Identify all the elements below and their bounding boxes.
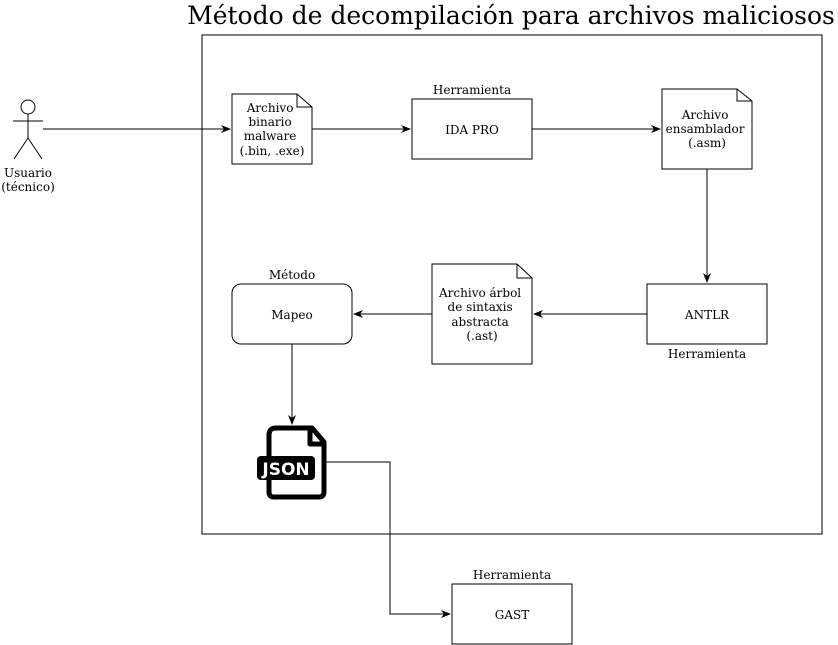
- binary-file-label: Archivo binario malware (.bin, .exe): [240, 101, 305, 158]
- gast-label: GAST: [495, 608, 529, 622]
- asm-file-node[interactable]: [661, 88, 753, 170]
- ida-pro-caption: Herramienta: [433, 83, 511, 97]
- actor-label-line2: (técnico): [1, 180, 55, 194]
- ast-file-label: Archivo árbol de sintaxis abstracta (.as…: [438, 286, 525, 343]
- gast-caption: Herramienta: [473, 568, 551, 582]
- diagram-title: Método de decompilación para archivos ma…: [187, 1, 835, 30]
- actor-label-line1: Usuario: [4, 166, 52, 180]
- gast-node[interactable]: [451, 583, 573, 645]
- antlr-label: ANTLR: [684, 308, 730, 322]
- mapeo-caption: Método: [269, 268, 315, 282]
- asm-file-label: Archivo ensamblador (.asm): [666, 108, 749, 150]
- json-file-icon[interactable]: JSON: [257, 425, 327, 500]
- antlr-caption: Herramienta: [668, 347, 746, 361]
- user-actor-icon[interactable]: [13, 99, 43, 160]
- ida-pro-label: IDA PRO: [445, 123, 499, 137]
- binary-file-node[interactable]: [231, 93, 313, 165]
- json-icon-label: JSON: [261, 460, 309, 480]
- edge-json-to-gast: [324, 461, 451, 618]
- ast-file-node[interactable]: [431, 263, 533, 365]
- mapeo-label: Mapeo: [271, 308, 312, 322]
